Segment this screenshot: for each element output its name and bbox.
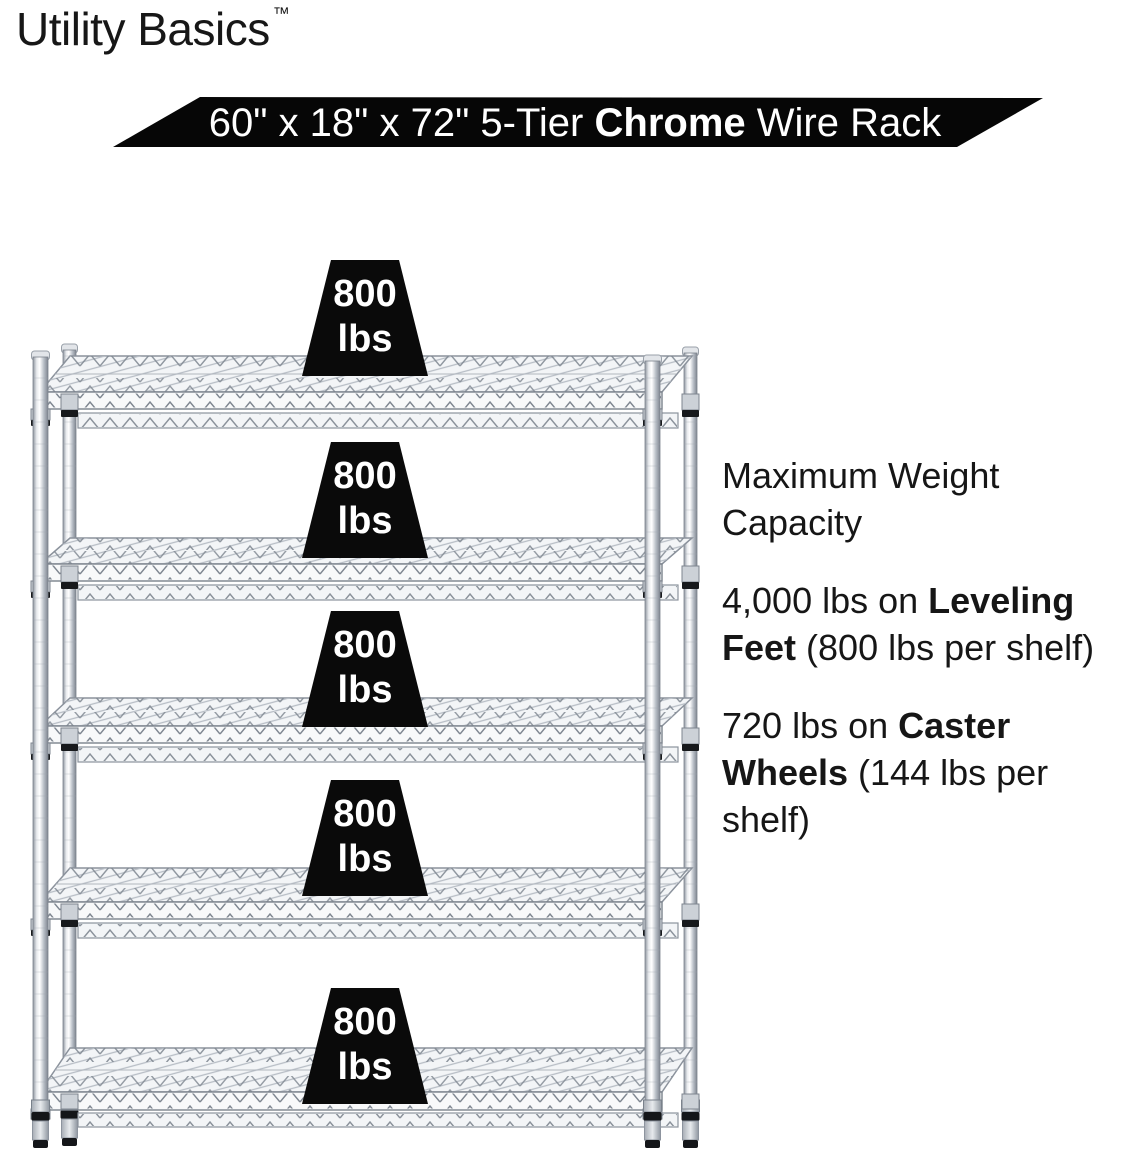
weight-unit: lbs — [337, 318, 393, 360]
capacity-text: (800 lbs per shelf) — [796, 627, 1095, 668]
capacity-bold-text: Caster Wheels — [722, 705, 1011, 793]
shelf-4 — [30, 867, 700, 939]
weight-value: 800 — [333, 455, 397, 497]
title-banner-text: 60" x 18" x 72" 5-Tier Chrome Wire Rack — [209, 101, 941, 146]
leveling-feet-capacity: 4,000 lbs on Leveling Feet (800 lbs per … — [722, 577, 1123, 671]
title-banner: 60" x 18" x 72" 5-Tier Chrome Wire Rack — [113, 97, 1043, 147]
brand-name: Utility Basics — [16, 3, 270, 55]
capacity-heading: Maximum Weight Capacity — [722, 455, 1000, 543]
trademark-symbol: ™ — [272, 4, 290, 23]
banner-prefix: 60" x 18" x 72" 5-Tier — [208, 100, 595, 145]
weight-unit: lbs — [337, 1046, 393, 1088]
front-right-leveling-foot — [643, 1099, 662, 1149]
weight-value: 800 — [333, 273, 397, 315]
back-right-post — [682, 346, 699, 1104]
front-left-post — [31, 350, 50, 1103]
capacity-info: Maximum Weight Capacity 4,000 lbs on Lev… — [722, 452, 1123, 843]
shelf-3 — [30, 697, 700, 763]
weight-value: 800 — [333, 1001, 397, 1043]
caster-wheels-capacity: 720 lbs on Caster Wheels (144 lbs per sh… — [722, 702, 1123, 843]
weight-value: 800 — [333, 793, 397, 835]
weight-unit: lbs — [337, 669, 393, 711]
banner-suffix: Wire Rack — [745, 100, 942, 145]
front-left-leveling-foot — [31, 1099, 50, 1149]
weight-unit: lbs — [337, 500, 393, 542]
capacity-text: 4,000 lbs on — [722, 580, 929, 621]
front-right-post — [643, 354, 662, 1103]
weight-value: 800 — [333, 624, 397, 666]
weight-marker-tier-2: 800 lbs — [302, 442, 428, 558]
capacity-text: (144 lbs per shelf) — [722, 752, 1049, 840]
capacity-text: 720 lbs on — [722, 705, 899, 746]
capacity-bold-text: Leveling Feet — [722, 580, 1075, 668]
banner-bold-word: Chrome — [594, 100, 746, 145]
weight-unit: lbs — [337, 838, 393, 880]
